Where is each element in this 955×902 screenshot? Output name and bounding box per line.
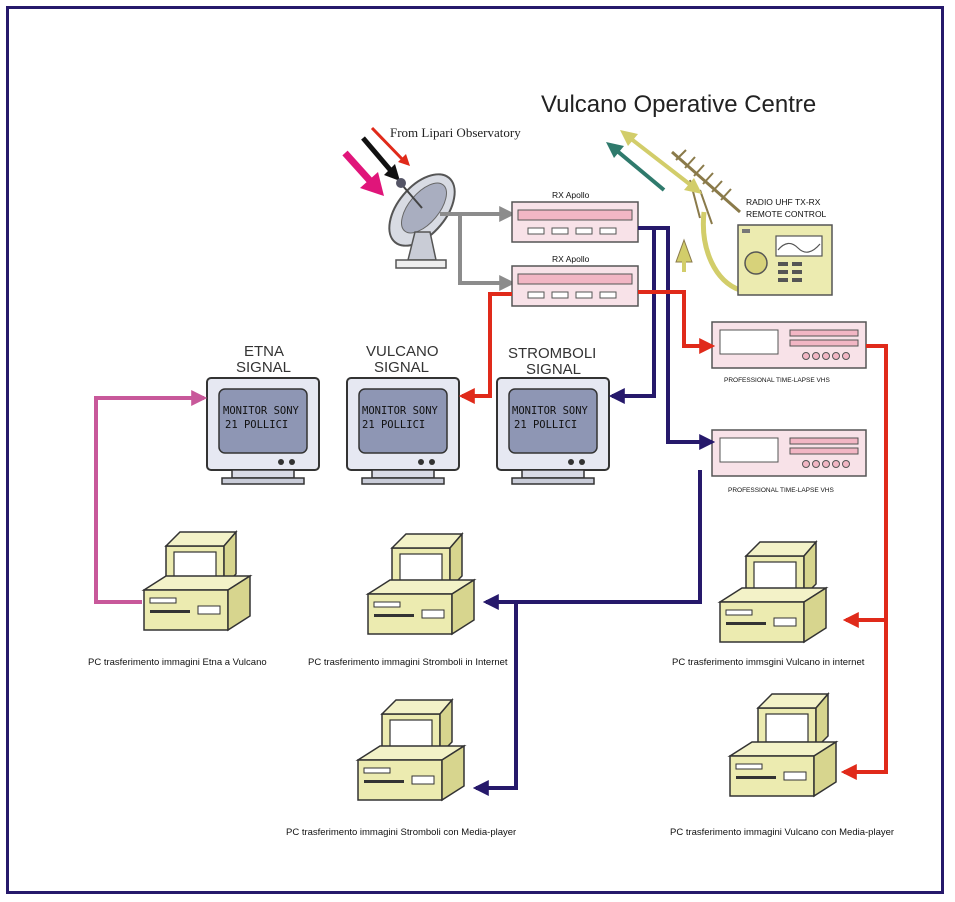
dish-to-rx-links	[440, 206, 516, 291]
diagram-border	[6, 6, 944, 894]
monitor-vulcano	[346, 377, 460, 485]
pc-label-vulcano-mediaplayer: PC trasferimento immagini Vulcano con Me…	[670, 827, 894, 838]
incoming-signal-arrows	[342, 126, 410, 196]
source-label: From Lipari Observatory	[390, 125, 521, 140]
etna-signal-label-2: SIGNAL	[236, 359, 291, 376]
pc-label-etna: PC trasferimento immagini Etna a Vulcano	[88, 657, 267, 668]
etna-signal-label-1: ETNA	[244, 343, 284, 360]
vulcano-signal-label-2: SIGNAL	[374, 359, 429, 376]
monitor-etna	[206, 377, 320, 485]
monitor-stromboli-text-2: 21 POLLICI	[514, 419, 577, 431]
monitor-vulcano-text-1: MONITOR SONY	[362, 405, 439, 417]
blue-links	[472, 226, 716, 796]
vcr-label-2: PROFESSIONAL TIME-LAPSE VHS	[728, 487, 834, 494]
monitor-etna-text-1: MONITOR SONY	[223, 405, 300, 417]
pc-label-vulcano-internet: PC trasferimento immsgini Vulcano in int…	[672, 657, 865, 668]
vcr-unit-2	[711, 429, 867, 477]
pc-stromboli-mediaplayer	[355, 697, 467, 802]
rx-apollo-label-2: RX Apollo	[552, 254, 590, 264]
radio-uhf-device	[737, 224, 833, 296]
radio-label-line2: REMOTE CONTROL	[746, 209, 827, 219]
antenna-icon	[671, 149, 741, 293]
red-links	[458, 290, 888, 780]
monitor-stromboli-text-1: MONITOR SONY	[512, 405, 589, 417]
monitor-stromboli	[496, 377, 610, 485]
rx-apollo-unit-2	[511, 265, 639, 307]
pc-etna-to-vulcano	[141, 529, 253, 632]
pc-vulcano-internet	[717, 539, 829, 644]
stromboli-signal-label-1: STROMBOLI	[508, 345, 596, 362]
monitor-vulcano-text-2: 21 POLLICI	[362, 419, 425, 431]
vulcano-signal-label-1: VULCANO	[366, 343, 439, 360]
radio-signal-arrows	[606, 130, 702, 194]
stromboli-signal-label-2: SIGNAL	[526, 361, 581, 378]
pc-label-stromboli-internet: PC trasferimento immagini Stromboli in I…	[308, 657, 508, 668]
satellite-dish-icon	[388, 173, 456, 269]
monitor-etna-text-2: 21 POLLICI	[225, 419, 288, 431]
radio-label-line1: RADIO UHF TX-RX	[746, 197, 821, 207]
vcr-unit-1	[711, 321, 867, 369]
page-title: Vulcano Operative Centre	[541, 91, 816, 118]
rx-apollo-unit-1	[511, 201, 639, 243]
magenta-link	[94, 390, 208, 604]
pc-vulcano-mediaplayer	[727, 691, 839, 798]
vcr-label-1: PROFESSIONAL TIME-LAPSE VHS	[724, 377, 830, 384]
rx-apollo-label-1: RX Apollo	[552, 190, 590, 200]
pc-label-stromboli-mediaplayer: PC trasferimento immagini Stromboli con …	[286, 827, 516, 838]
pc-stromboli-internet	[365, 531, 477, 636]
